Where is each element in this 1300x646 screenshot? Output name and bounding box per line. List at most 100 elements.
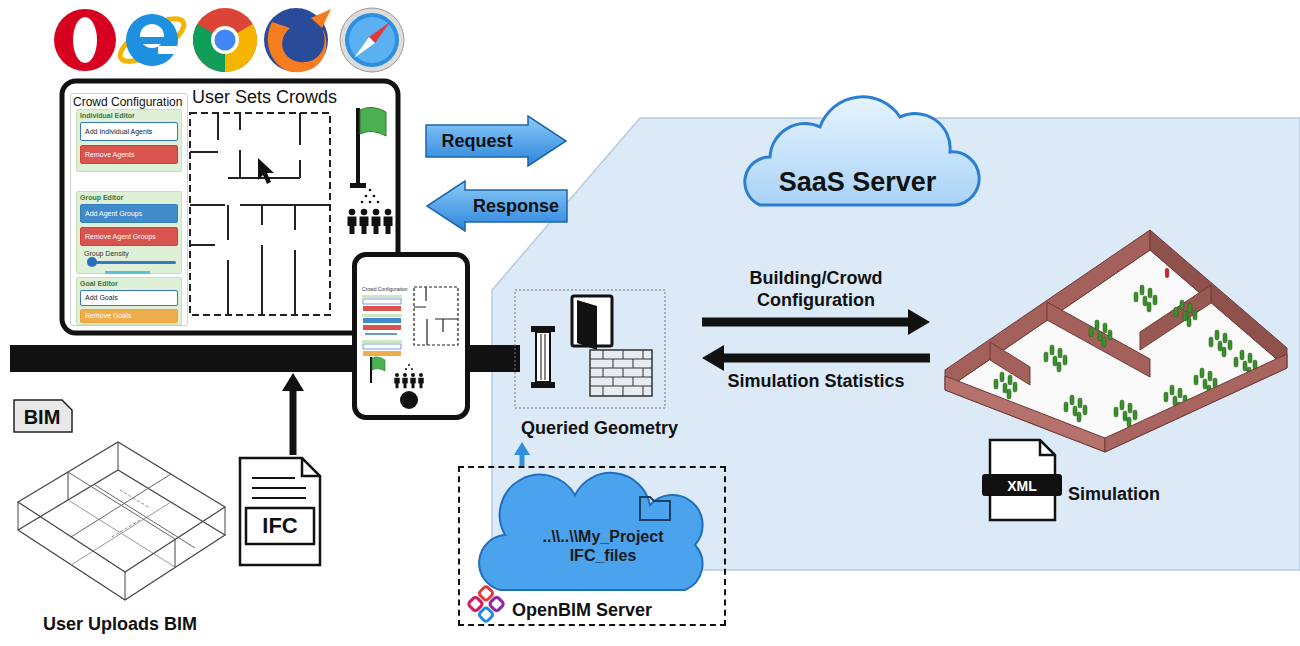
goal-flag — [350, 183, 366, 188]
ie-icon — [140, 37, 164, 44]
crowd-icon — [369, 189, 372, 192]
goal-flag — [350, 107, 386, 188]
block-arrow — [426, 116, 566, 166]
saas-server-region: SaaS ServerQueried GeometryXML Simulation — [492, 118, 1300, 570]
phone-screen — [363, 306, 401, 311]
bim-model — [18, 470, 225, 600]
laptop-drawing — [62, 81, 398, 333]
chrome-icon — [215, 30, 236, 51]
firefox-icon — [264, 8, 331, 72]
phone-screen — [418, 373, 423, 388]
safari-icon — [340, 8, 404, 72]
opera-icon — [54, 9, 116, 71]
editor-section-text: Goal Editor — [80, 279, 178, 289]
phone-screen — [363, 318, 401, 323]
ie-icon — [140, 24, 164, 48]
phone-screen — [411, 368, 413, 370]
editor-section: Group EditorGroup DensityAdd Agent Group… — [76, 191, 182, 274]
crowd-icon — [360, 209, 369, 234]
saas-cloud — [745, 97, 979, 205]
simulation-text: XML — [982, 475, 1062, 497]
ui-button: Add Individual Agents — [80, 122, 178, 141]
phone-screen — [402, 373, 407, 388]
ui-button-text: Add Agent Groups — [85, 205, 175, 222]
simulation-text: Simulation — [1068, 482, 1218, 506]
simulation-render — [1047, 302, 1150, 377]
xml-file-icon — [982, 440, 1062, 520]
edge-label: Building/Crowd Configuration — [726, 268, 906, 311]
browser-icons — [54, 8, 404, 72]
saas-server-region-text: SaaS Server — [765, 165, 950, 199]
openbim-cloud — [640, 497, 670, 520]
ie-icon — [158, 46, 180, 54]
openbim-server-text: ..\\..\\My_Project IFC_files — [528, 527, 678, 565]
geometry-icons — [577, 300, 597, 350]
phone: Crowd Configuration — [352, 252, 470, 420]
bim-model — [110, 490, 150, 538]
goal-flag — [360, 107, 386, 136]
bim-model — [18, 442, 225, 600]
crowd-icon — [348, 209, 357, 234]
editor-section: Goal EditorAdd GoalsRemove Goals — [76, 277, 182, 325]
editor-section-text: Group Editor — [80, 193, 178, 203]
safari-icon — [340, 8, 404, 72]
laptop-text: User Sets Crowds — [192, 86, 352, 108]
ui-button: Add Agent Groups — [80, 204, 178, 223]
config-panel-text: Crowd Configuration — [73, 95, 187, 110]
bim-model-text: User Uploads BIM — [14, 612, 226, 636]
crowd-icon — [361, 201, 364, 204]
bim-model — [68, 472, 195, 548]
ifc-file-text: IFC — [246, 513, 314, 539]
connector-line — [702, 318, 909, 327]
simulation-render — [1114, 400, 1137, 427]
phone-screen — [372, 357, 385, 371]
bim-model — [68, 500, 175, 567]
floor-plan — [190, 113, 330, 315]
phone-screen — [365, 333, 397, 335]
phone-screen — [414, 287, 458, 345]
simulation-render — [1064, 395, 1087, 422]
crowd-icon — [384, 209, 393, 234]
ifc-file: IFC — [235, 455, 323, 567]
phone-screen — [362, 314, 402, 317]
opera-icon — [54, 9, 116, 71]
connector-line — [520, 454, 525, 466]
crowd-icon — [365, 195, 368, 198]
block-arrow — [427, 181, 567, 231]
ui-button: Remove Agents — [80, 145, 178, 164]
safari-icon — [369, 22, 390, 43]
phone-screen — [363, 344, 401, 349]
phone-screen — [400, 391, 418, 409]
phone-screen — [410, 373, 415, 388]
crowd-icon — [369, 201, 372, 204]
ifc-file-icon — [240, 458, 320, 565]
phone-screen — [363, 325, 401, 330]
ui-button: Remove Agent Groups — [80, 227, 178, 246]
ui-button-text: Remove Agents — [85, 146, 175, 163]
queried-geometry-text: Queried Geometry — [497, 417, 702, 439]
saas-cloud — [745, 97, 979, 205]
simulation-render — [1044, 345, 1067, 372]
ie-icon — [114, 11, 189, 70]
connector-line — [290, 390, 297, 455]
bim-model: BIMUser Uploads BIM — [10, 396, 228, 642]
ui-button: Remove Goals — [80, 309, 178, 323]
phone-screen — [394, 373, 399, 388]
phone-text: Crowd Configuration — [362, 285, 412, 293]
firefox-icon — [311, 9, 331, 28]
server-region — [492, 118, 1300, 570]
ie-icon — [126, 14, 178, 66]
slider-track — [88, 261, 176, 264]
safari-icon — [349, 17, 395, 63]
phone-screen — [405, 368, 407, 370]
ui-button-text: Remove Goals — [85, 310, 175, 322]
request-arrow: Request — [425, 115, 568, 167]
openbim-cloud — [489, 596, 505, 612]
phone-screen — [394, 364, 423, 388]
crowd-icon — [372, 209, 381, 234]
bim-model — [18, 442, 225, 572]
chrome-icon — [193, 8, 257, 72]
firefox-icon — [268, 22, 327, 72]
goal-flag — [356, 108, 360, 186]
simulation-render — [1165, 268, 1169, 278]
